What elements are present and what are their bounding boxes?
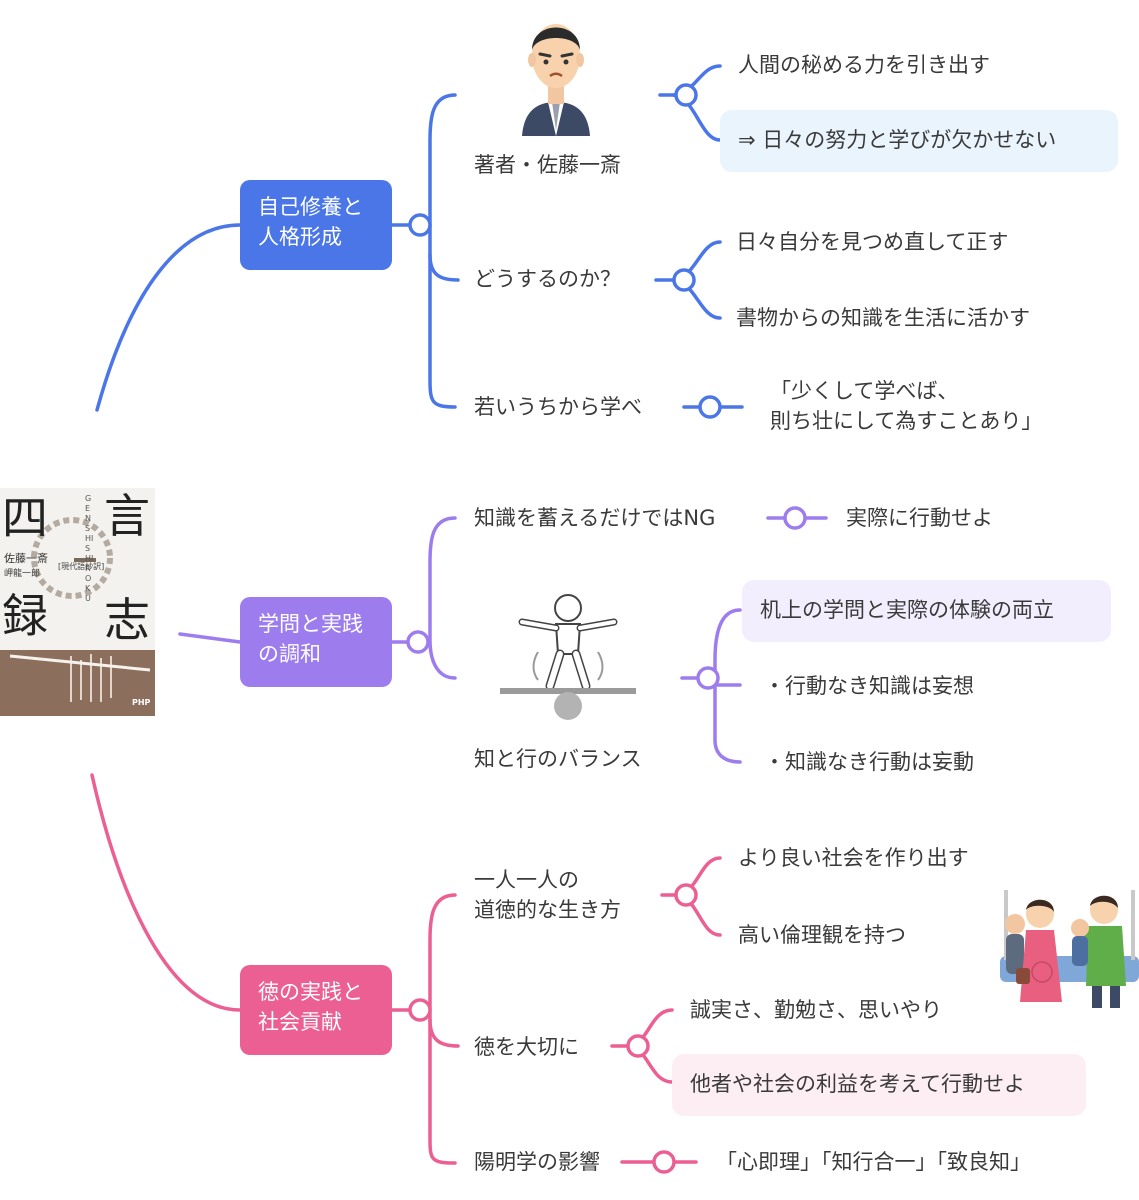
- b3-t3-node: [652, 1150, 676, 1174]
- b1-t1-item-1[interactable]: 人間の秘める力を引き出す: [738, 53, 990, 77]
- b3-t3-item-1[interactable]: 「心即理」「知行合一」「致良知」: [716, 1150, 1031, 1174]
- b2-topic-1[interactable]: 知識を蓄えるだけではNG: [474, 506, 716, 530]
- b1-topic-3[interactable]: 若いうちから学べ: [474, 395, 642, 419]
- book-romaji: GENSHISHIROKU: [85, 494, 94, 603]
- b3-t1-item-2[interactable]: 高い倫理観を持つ: [738, 923, 906, 947]
- b3-t1-item-1[interactable]: より良い社会を作り出す: [738, 846, 969, 870]
- book-translator: 岬龍一郎: [4, 569, 41, 579]
- b2-t1-node: [783, 506, 807, 530]
- b1-t1-item-2[interactable]: ⇒ 日々の努力と学びが欠かせない: [720, 110, 1118, 172]
- b2-t2-item-1[interactable]: 机上の学問と実際の体験の両立: [742, 580, 1111, 642]
- b3-topic-1[interactable]: 一人一人の 道徳的な生き方: [474, 868, 621, 922]
- b1-t2-item-2[interactable]: 書物からの知識を生活に活かす: [736, 306, 1030, 330]
- b3-t1-node: [674, 883, 698, 907]
- book-art: [0, 517, 155, 716]
- b3-t2-item-1[interactable]: 誠実さ、勤勉さ、思いやり: [690, 998, 942, 1022]
- b3-spoke-2: [428, 1018, 460, 1048]
- b1-topic-2[interactable]: どうするのか？: [474, 267, 621, 291]
- samurai-portrait-icon: [522, 24, 590, 136]
- book-title-char-3: 四: [2, 491, 48, 545]
- b1-t1-node: [674, 83, 698, 107]
- b3-t2-node: [626, 1034, 650, 1058]
- root-link-2: [178, 632, 242, 644]
- b3-topic-3[interactable]: 陽明学の影響: [474, 1150, 600, 1174]
- b1-spoke-2: [428, 253, 460, 282]
- b1-t3-item-1[interactable]: 「少くして学べば、 則ち壮にして為すことあり」: [770, 379, 1043, 433]
- b2-t2-node: [696, 666, 720, 690]
- book-edition: [現代語抄訳]: [58, 562, 105, 571]
- book-author: 佐藤一斎: [4, 552, 48, 565]
- b2-t2-item-3[interactable]: ・知識なき行動は妄動: [764, 750, 974, 774]
- b1-t2-node: [672, 268, 696, 292]
- b1-bracket: [428, 93, 457, 409]
- b2-bracket: [428, 516, 457, 680]
- b1-topic-1[interactable]: 著者・佐藤一斎: [474, 153, 621, 177]
- branch-2-title[interactable]: 学問と実践 の調和: [240, 597, 392, 687]
- book-title-char-2: 志: [104, 593, 150, 647]
- b3-topic-2[interactable]: 徳を大切に: [474, 1035, 579, 1059]
- b1-t2-item-1[interactable]: 日々自分を見つめ直して正す: [736, 230, 1009, 254]
- b3-bracket: [428, 893, 457, 1165]
- b1-node: [408, 213, 432, 237]
- b1-t3-node: [698, 395, 722, 419]
- b3-node: [408, 998, 432, 1022]
- book-cover: 言 志 四 録 GENSHISHIROKU 佐藤一斎 岬龍一郎 [現代語抄訳] …: [0, 488, 155, 716]
- balance-figure-icon: [500, 594, 636, 720]
- root-link-3: [90, 773, 242, 1012]
- b2-topic-2[interactable]: 知と行のバランス: [474, 747, 642, 771]
- book-title-char-4: 録: [2, 589, 48, 643]
- train-passengers-icon: [1000, 890, 1139, 1008]
- branch-3-title[interactable]: 徳の実践と 社会貢献: [240, 965, 392, 1055]
- b2-t1-item-1[interactable]: 実際に行動せよ: [846, 506, 993, 530]
- branch-1-title[interactable]: 自己修養と 人格形成: [240, 180, 392, 270]
- b3-t2-item-2[interactable]: 他者や社会の利益を考えて行動せよ: [672, 1054, 1086, 1116]
- b2-fork-2: [680, 608, 742, 764]
- book-title-char-1: 言: [104, 489, 150, 543]
- b2-t2-item-2[interactable]: ・行動なき知識は妄想: [764, 674, 974, 698]
- root-link-1: [95, 223, 242, 412]
- b2-node: [406, 630, 430, 654]
- book-publisher: PHP: [132, 698, 151, 707]
